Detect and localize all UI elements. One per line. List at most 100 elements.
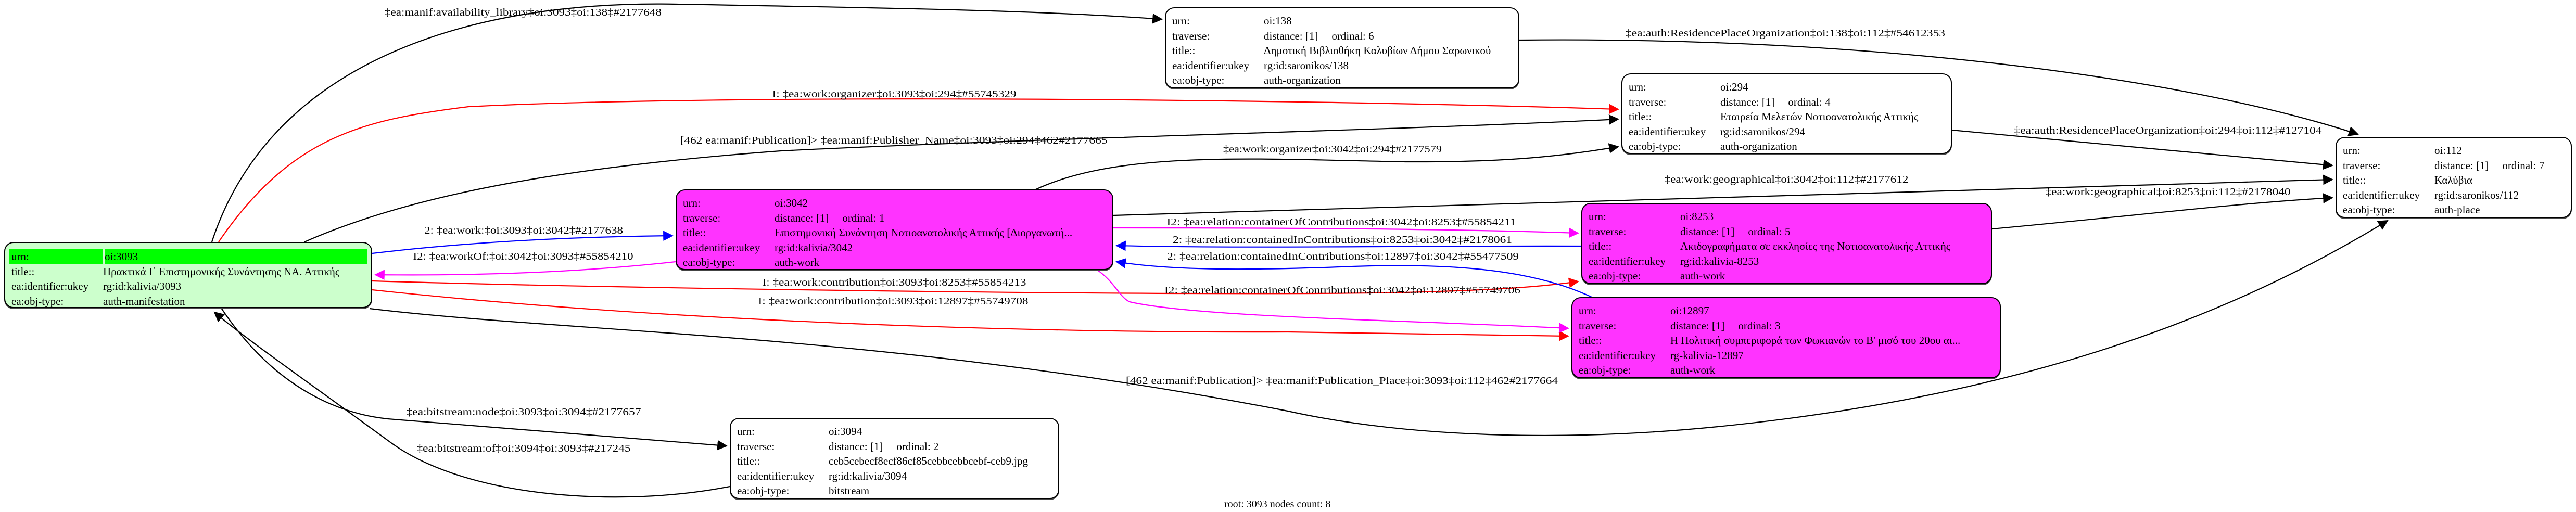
field-value: rg:id:saronikos/112 xyxy=(2434,188,2567,203)
node-row: urn:oi:3093 xyxy=(9,249,367,264)
field-value-text: auth-work xyxy=(1670,364,1716,377)
edge-294-to-112 xyxy=(1951,129,2333,170)
node-row: ea:identifier:ukey rg:id:kalivia/3042 xyxy=(681,240,1108,255)
node-row: title::Η Πολιτική συμπεριφορά των Φωκιαν… xyxy=(1577,333,1996,348)
edge-label: 2: ‡ea:relation:containedInContributions… xyxy=(1167,251,1519,262)
field-label: title:: xyxy=(1589,240,1612,253)
ordinal-value: ordinal: 3 xyxy=(1738,319,1781,332)
node-row: ea:obj-type:auth-work xyxy=(681,255,1108,270)
field-label: ea:obj-type: xyxy=(11,295,64,308)
node-row: urn:oi:12897 xyxy=(1577,303,1996,318)
edge-label: 2: ‡ea:relation:containedInContributions… xyxy=(1173,234,1512,246)
field-value: Πρακτικά Ι΄ Επιστημονικής Συνάντησης ΝΑ.… xyxy=(103,264,367,279)
field-value: rg:id:kalivia/3093 xyxy=(103,279,367,294)
field-value: bitstream xyxy=(829,483,1054,498)
edge-label: I: ‡ea:work:contribution‡oi:3093‡oi:1289… xyxy=(758,296,1029,307)
field-value-text: oi:3093 xyxy=(105,250,138,263)
field-value: distance: [1] ordinal: 2 xyxy=(829,439,1054,454)
edge-3093-to-8253 xyxy=(372,277,1579,295)
field-value: auth-organization xyxy=(1264,73,1514,88)
field-value: rg:id:kalivia/3042 xyxy=(775,240,1108,255)
field-label: urn: xyxy=(1172,15,1190,27)
field-value-text: rg:id:saronikos/294 xyxy=(1720,125,1805,138)
node-row: urn:oi:138 xyxy=(1170,14,1514,29)
field-value-text: distance: [1] xyxy=(2434,159,2489,172)
field-value: oi:294 xyxy=(1720,80,1947,95)
field-value-text: auth-organization xyxy=(1720,140,1797,153)
field-value: rg-kalivia-12897 xyxy=(1670,348,1996,363)
node-row: ea:identifier:ukey rg:id:kalivia/3093 xyxy=(9,279,367,294)
field-label: title:: xyxy=(683,226,706,239)
field-value: rg:id:saronikos/294 xyxy=(1720,124,1947,139)
edge-3094-to-3093 xyxy=(213,311,730,498)
node-row: ea:obj-type:auth-work xyxy=(1587,268,1987,284)
edge-label: ‡ea:auth:ResidencePlaceOrganization‡oi:1… xyxy=(1626,28,1945,39)
node-row: title::Ακιδογραφήματα σε εκκλησίες της Ν… xyxy=(1587,239,1987,254)
field-value-text: oi:3094 xyxy=(829,425,862,438)
field-label: ea:obj-type: xyxy=(1629,140,1681,153)
field-label: title:: xyxy=(1629,110,1652,123)
field-value-text: oi:3042 xyxy=(775,197,808,209)
field-label: ea:identifier:ukey xyxy=(683,241,760,254)
ordinal-value: ordinal: 1 xyxy=(842,211,885,224)
node-row: traverse:distance: [1]ordinal: 3 xyxy=(1577,318,1996,334)
field-label: traverse: xyxy=(1172,29,1210,42)
field-value: oi:3094 xyxy=(829,424,1054,439)
field-value: auth-work xyxy=(775,255,1108,270)
footer-summary: root: 3093 nodes count: 8 xyxy=(1224,498,1331,510)
field-value-text: distance: [1] xyxy=(829,440,883,453)
ordinal-value: ordinal: 6 xyxy=(1331,29,1374,42)
field-value: rg:id:saronikos/138 xyxy=(1264,58,1514,73)
edge-label: I2: ‡ea:relation:containerOfContribution… xyxy=(1164,285,1520,296)
node-row: traverse:distance: [1]ordinal: 1 xyxy=(681,211,1108,226)
field-value: Ακιδογραφήματα σε εκκλησίες της Νοτιοανα… xyxy=(1680,239,1987,254)
field-value: Εταιρεία Μελετών Νοτιοανατολικής Αττικής xyxy=(1720,109,1947,124)
node-row: traverse:distance: [1]ordinal: 4 xyxy=(1627,95,1947,110)
field-value: Η Πολιτική συμπεριφορά των Φωκιανών το Β… xyxy=(1670,333,1996,348)
edge-3093-to-112 xyxy=(369,220,2389,436)
edge-3042-to-3093 xyxy=(374,261,676,280)
node-row: ea:obj-type:bitstream xyxy=(735,483,1054,498)
field-value-text: auth-organization xyxy=(1264,74,1341,87)
field-value-text: Εταιρεία Μελετών Νοτιοανατολικής Αττικής xyxy=(1720,110,1919,123)
ordinal-value: ordinal: 4 xyxy=(1788,95,1831,108)
edge-label: ‡ea:bitstream:of‡oi:3094‡oi:3093‡#217245 xyxy=(417,443,631,454)
edge-label: I2: ‡ea:workOf:‡oi:3042‡oi:3093‡#5585421… xyxy=(413,251,633,262)
field-value: Δημοτική Βιβλιοθήκη Καλυβίων Δήμου Σαρων… xyxy=(1264,43,1514,58)
field-label: ea:identifier:ukey xyxy=(737,469,815,482)
node-row: ea:obj-type: auth-manifestation xyxy=(9,294,367,309)
field-label: ea:obj-type: xyxy=(2343,203,2395,216)
field-value: auth-manifestation xyxy=(103,294,367,309)
edge-label: ‡ea:work:geographical‡oi:8253‡oi:112‡#21… xyxy=(2046,186,2291,198)
field-value: oi:112 xyxy=(2434,143,2567,158)
node-row: traverse:distance: [1]ordinal: 6 xyxy=(1170,29,1514,44)
field-label: ea:identifier:ukey xyxy=(11,280,89,293)
field-label: title:: xyxy=(1579,334,1602,347)
edge-label: I: ‡ea:work:contribution‡oi:3093‡oi:8253… xyxy=(763,277,1026,288)
edge-label: [462 ea:manif:Publication]> ‡ea:manif:Pu… xyxy=(680,135,1108,146)
field-value: auth-work xyxy=(1670,363,1996,378)
node-row: title::ceb5cebecf8ecf86cf85cebbcebbcebf-… xyxy=(735,454,1054,469)
field-value-text: distance: [1] xyxy=(775,211,829,224)
edge-label: ‡ea:work:geographical‡oi:3042‡oi:112‡#21… xyxy=(1665,174,1909,185)
field-value-text: oi:294 xyxy=(1720,81,1748,93)
field-value-text: auth-place xyxy=(2434,203,2480,216)
field-value: distance: [1]ordinal: 3 xyxy=(1670,318,1996,334)
edge-label: 2: ‡ea:work:‡oi:3093‡oi:3042‡#2177638 xyxy=(424,225,623,236)
node-row: title::Πρακτικά Ι΄ Επιστημονικής Συνάντη… xyxy=(9,264,367,279)
edge-3093-to-3042 xyxy=(372,231,674,254)
edge-3042-to-12897 xyxy=(1097,270,1569,333)
ordinal-value: ordinal: 2 xyxy=(896,440,939,453)
node-row: title::Δημοτική Βιβλιοθήκη Καλυβίων Δήμο… xyxy=(1170,43,1514,58)
field-value-text: rg:id:kalivia-8253 xyxy=(1680,254,1759,267)
